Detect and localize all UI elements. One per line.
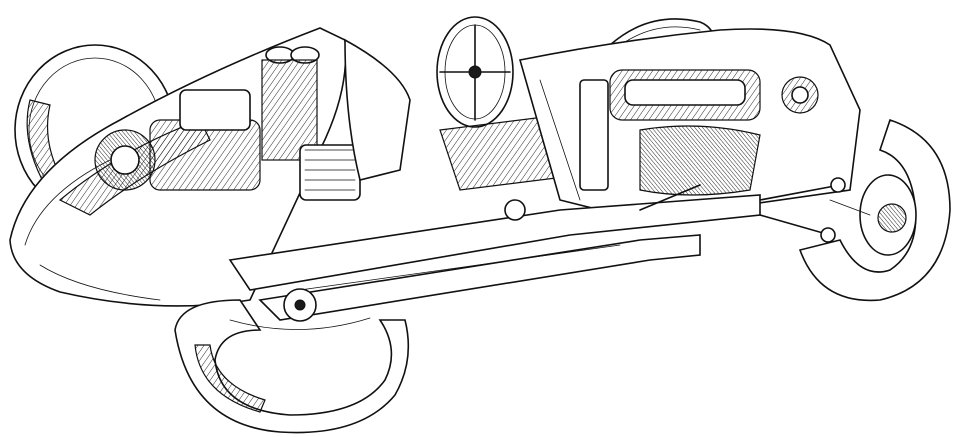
front-suspension [639,177,846,243]
front-left-wheel [174,299,410,434]
rear-axle-assembly [94,46,361,201]
engine [518,28,861,221]
front-right-wheel [798,118,951,302]
chassis-frame [228,194,761,322]
